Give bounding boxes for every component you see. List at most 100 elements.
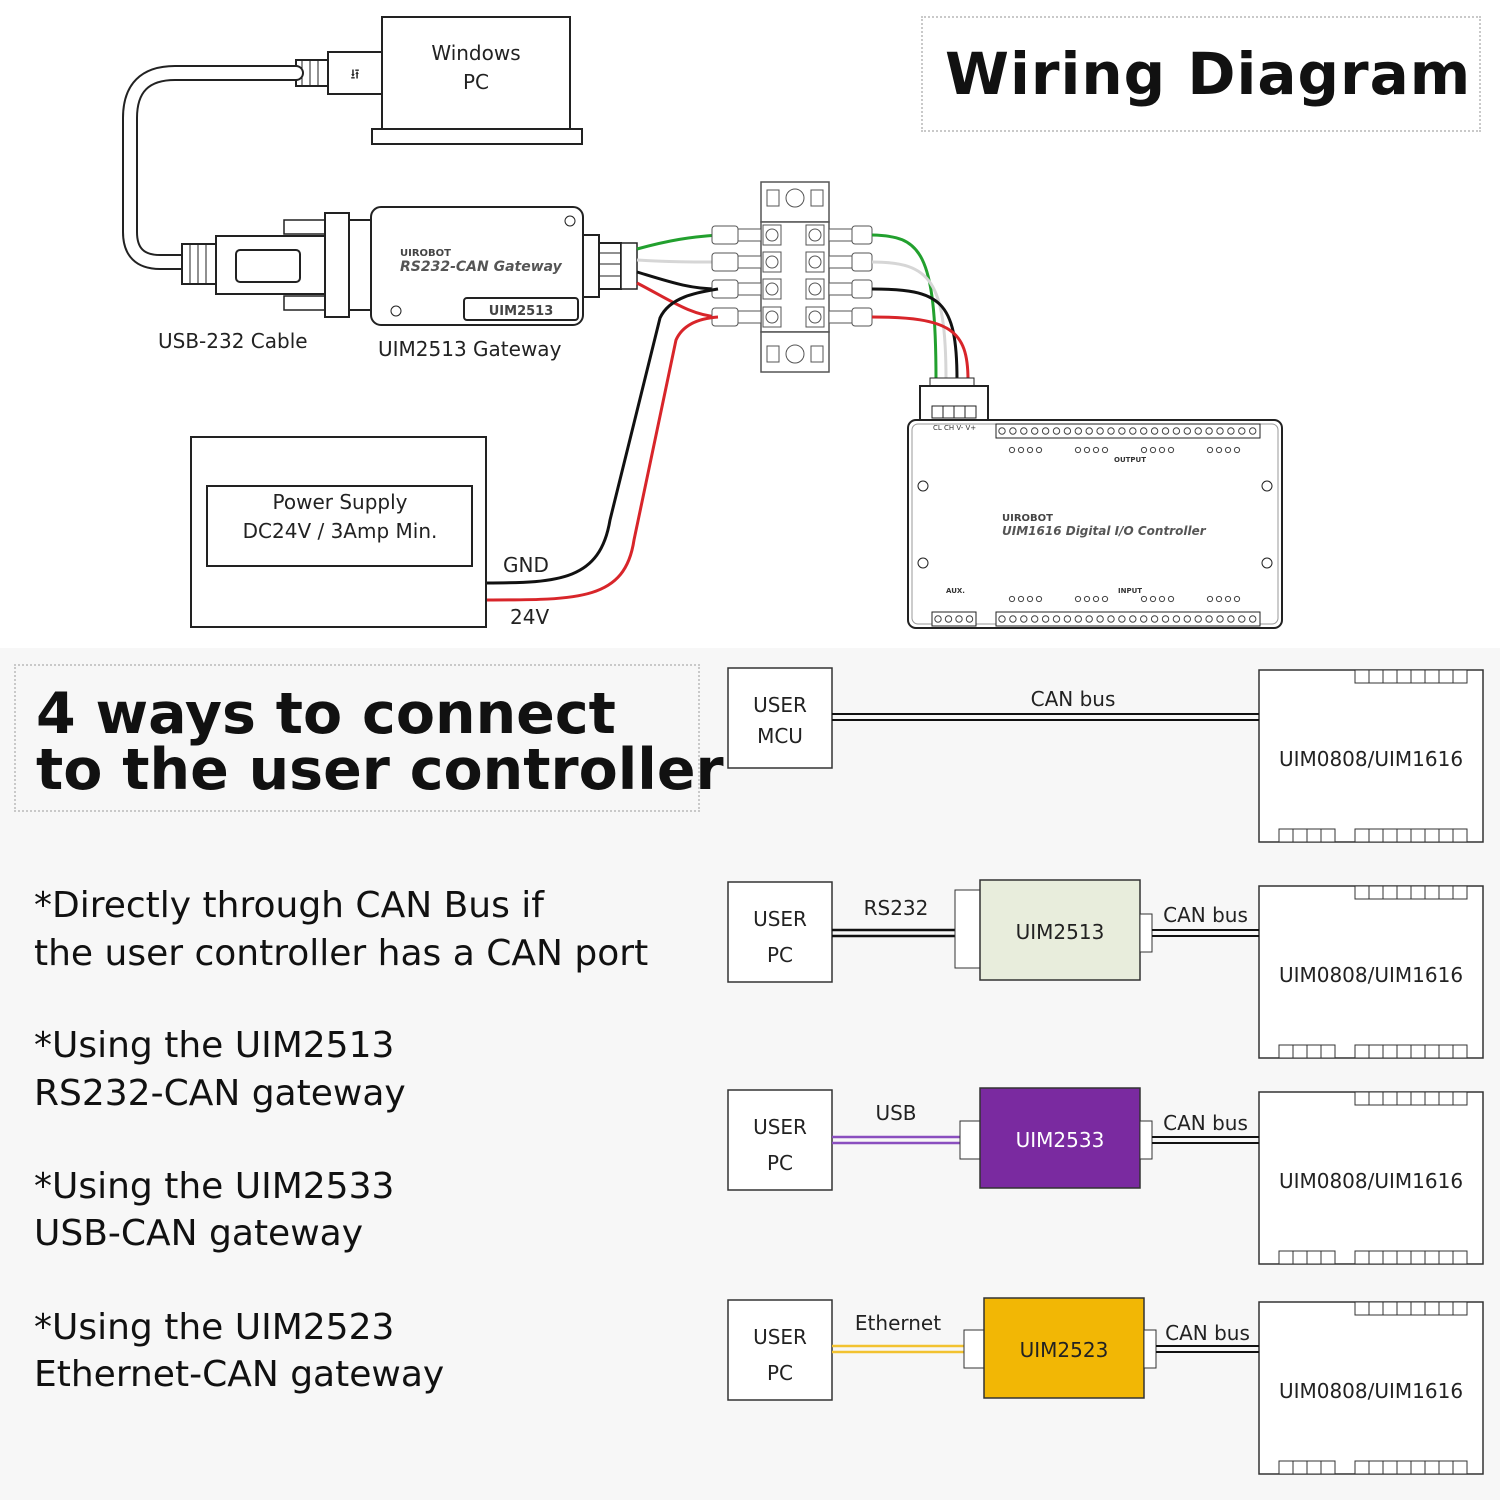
terminal-screw — [1183, 615, 1192, 623]
device-box — [1258, 885, 1484, 1059]
device-label: UIM0808/UIM1616 — [1279, 963, 1463, 987]
screw-icon — [808, 310, 822, 324]
terminal-screw — [1238, 427, 1246, 435]
device-box — [1258, 669, 1484, 843]
bus-label: CAN bus — [1163, 1111, 1248, 1135]
terminal-screw — [1009, 427, 1017, 435]
user-label: PC — [767, 1151, 793, 1175]
terminal-screw — [944, 615, 953, 623]
gateway-connector — [1139, 1120, 1153, 1160]
terminal-screw — [1096, 427, 1104, 435]
terminal-screw — [998, 427, 1006, 435]
usb-cable-label: USB-232 Cable — [158, 329, 308, 353]
terminal-screw — [1107, 615, 1115, 623]
pc-label-line2: PC — [463, 70, 489, 94]
controller-name: UIM1616 Digital I/O Controller — [1002, 524, 1207, 538]
led-icon — [1215, 595, 1223, 603]
link-label: RS232 — [864, 896, 929, 920]
terminal-screw — [1238, 615, 1246, 623]
db9-connector — [181, 212, 372, 318]
user-label: USER — [753, 693, 807, 717]
user-label: MCU — [757, 724, 803, 748]
led-icon — [1206, 595, 1214, 603]
bullet-1-line2: the user controller has a CAN port — [34, 933, 649, 974]
controller-input: INPUT — [1118, 587, 1142, 595]
terminal-screw — [1205, 615, 1213, 623]
bullet-4-line1: *Using the UIM2523 — [34, 1307, 395, 1348]
terminal-screw — [1205, 427, 1213, 435]
uim1616-controller: CL CH V- V+ OUTPUT INPUT AUX. UIROBOT UI… — [907, 377, 1283, 629]
terminal-screw — [1041, 615, 1050, 623]
terminal-screw — [1020, 427, 1028, 435]
terminal-screw — [1216, 615, 1224, 623]
controller-output: OUTPUT — [1114, 456, 1146, 464]
user-label: PC — [767, 943, 793, 967]
screw-icon — [765, 282, 779, 296]
led-icon — [1092, 446, 1100, 454]
led-icon — [1167, 595, 1175, 603]
gateway-connector — [954, 889, 981, 969]
terminal-screw — [1118, 615, 1126, 623]
terminal-screw — [1194, 427, 1202, 435]
wiring-diagram: Windows PC ⭿ USB-232 Cable — [122, 16, 1283, 629]
ways-title-line2: to the user controller — [36, 737, 724, 803]
power-supply-line2: DC24V / 3Amp Min. — [243, 519, 438, 543]
led-icon — [1149, 595, 1157, 603]
terminal-screw — [998, 615, 1006, 623]
led-icon — [1158, 446, 1166, 454]
led-icon — [1158, 595, 1166, 603]
terminal-row — [711, 306, 873, 328]
terminal-screw — [955, 615, 963, 623]
gateway-box — [983, 1297, 1145, 1399]
led-icon — [1149, 446, 1157, 454]
screw-icon — [765, 228, 779, 242]
terminal-screw — [1074, 615, 1083, 623]
screw-icon — [808, 228, 822, 242]
led-icon — [1074, 446, 1082, 454]
terminal-screw — [1227, 427, 1235, 435]
device-label: UIM0808/UIM1616 — [1279, 1169, 1463, 1193]
v24-label: 24V — [510, 605, 549, 629]
terminal-screw — [1063, 427, 1072, 435]
terminal-rows — [711, 224, 873, 328]
uim2513-gateway: UIROBOT RS232-CAN Gateway UIM2513 — [370, 206, 638, 326]
link-label: Ethernet — [855, 1311, 941, 1335]
terminal-screw — [1041, 427, 1050, 435]
terminal-screw — [1183, 427, 1192, 435]
terminal-screw — [1161, 615, 1170, 623]
bullet-3-line1: *Using the UIM2533 — [34, 1166, 395, 1207]
terminal-screw — [1063, 615, 1072, 623]
terminal-screw — [1052, 427, 1061, 435]
led-icon — [1215, 446, 1223, 454]
led-icon — [1035, 595, 1043, 603]
usb-icon: ⭿ — [350, 67, 359, 83]
led-icon — [1224, 595, 1232, 603]
bus-label: CAN bus — [1163, 903, 1248, 927]
bullet-1-line1: *Directly through CAN Bus if — [34, 885, 544, 926]
terminal-screw — [1249, 615, 1257, 623]
gnd-label: GND — [503, 553, 549, 577]
terminal-screw — [1150, 615, 1159, 623]
terminal-screw — [1129, 427, 1137, 435]
terminal-screw — [1085, 427, 1093, 435]
user-box — [727, 881, 833, 983]
ways-title-line1: 4 ways to connect — [36, 681, 616, 747]
led-icon — [1008, 446, 1016, 454]
led-icon — [1224, 446, 1232, 454]
led-icon — [1083, 446, 1091, 454]
device-label: UIM0808/UIM1616 — [1279, 1379, 1463, 1403]
terminal-screw — [1161, 427, 1170, 435]
page-title: Wiring Diagram — [945, 40, 1472, 108]
link-label: CAN bus — [1031, 687, 1116, 711]
screw-icon — [808, 282, 822, 296]
screw-icon — [765, 255, 779, 269]
led-icon — [1017, 595, 1025, 603]
user-label: USER — [753, 1325, 807, 1349]
terminal-screw — [1052, 615, 1061, 623]
bullet-3-line2: USB-CAN gateway — [34, 1213, 364, 1254]
terminal-screw — [1031, 427, 1039, 435]
terminal-screw — [1249, 427, 1257, 435]
terminal-row — [711, 224, 873, 246]
